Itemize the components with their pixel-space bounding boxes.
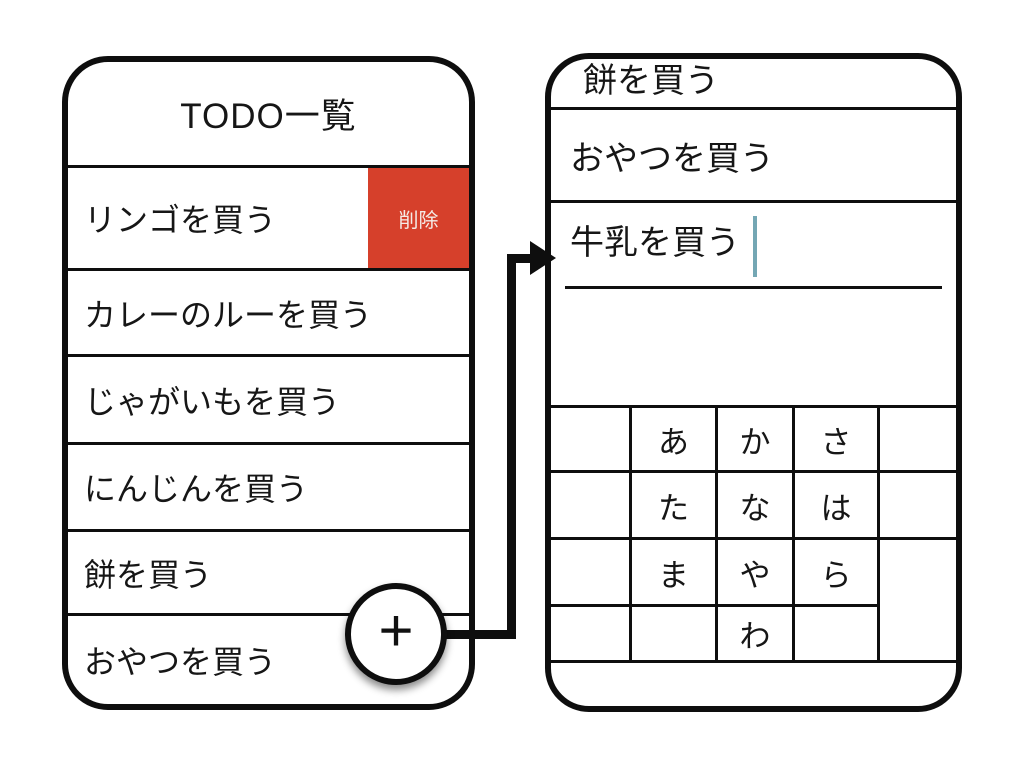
plus-icon: + xyxy=(378,597,414,664)
add-todo-screen: 餅を買う おやつを買う 牛乳を買う あ か さ た な は ま や xyxy=(545,53,962,712)
keyboard-cell-empty xyxy=(880,607,956,663)
text-cursor-icon xyxy=(753,216,757,277)
todo-item-label: リンゴを買う xyxy=(84,202,277,238)
hiragana-keyboard: あ か さ た な は ま や ら わ xyxy=(551,405,956,663)
keyboard-key-ta-row[interactable]: た xyxy=(632,473,718,540)
flow-arrow-segment xyxy=(516,254,532,263)
add-todo-button[interactable]: + xyxy=(345,583,447,685)
keyboard-cell-empty xyxy=(880,540,956,607)
todo-list-screen: TODO一覧 リンゴを買う 削除 カレーのルーを買う じゃがいもを買う にんじん… xyxy=(62,56,475,710)
todo-item-label: カレーのルーを買う xyxy=(84,296,373,333)
keyboard-cell-empty xyxy=(880,408,956,473)
keyboard-key-ra-row[interactable]: ら xyxy=(795,540,880,607)
keyboard-cell-empty xyxy=(880,473,956,540)
keyboard-key-ka-row[interactable]: か xyxy=(718,408,795,473)
input-value: 牛乳を買う xyxy=(570,224,740,262)
input-underline xyxy=(565,286,942,289)
keyboard-key-ha-row[interactable]: は xyxy=(795,473,880,540)
todo-item-row: 餅を買う xyxy=(68,529,469,613)
keyboard-key-a-row[interactable]: あ xyxy=(632,408,718,473)
todo-item-row: カレーのルーを買う xyxy=(68,268,469,354)
todo-item-label: 餅を買う xyxy=(583,62,719,100)
flow-arrow-segment xyxy=(507,254,516,639)
todo-item-label: じゃがいもを買う xyxy=(84,383,341,420)
todo-item-row: おやつを買う xyxy=(68,613,469,704)
keyboard-cell-empty xyxy=(551,607,632,663)
keyboard-cell-empty xyxy=(551,408,632,473)
todo-item-label: にんじんを買う xyxy=(84,471,309,507)
new-todo-input[interactable]: 牛乳を買う xyxy=(551,203,956,405)
keyboard-key-wa-row[interactable]: わ xyxy=(718,607,795,663)
arrowhead-icon xyxy=(530,241,556,275)
todo-item-row: じゃがいもを買う xyxy=(68,354,469,442)
todo-item-row: おやつを買う xyxy=(551,110,956,203)
keyboard-key-sa-row[interactable]: さ xyxy=(795,408,880,473)
delete-button[interactable]: 削除 xyxy=(368,168,469,268)
page-title: TODO一覧 xyxy=(180,97,357,136)
keyboard-key-na-row[interactable]: な xyxy=(718,473,795,540)
keyboard-cell-empty xyxy=(551,540,632,607)
keyboard-key-ya-row[interactable]: や xyxy=(718,540,795,607)
keyboard-key-ma-row[interactable]: ま xyxy=(632,540,718,607)
todo-item-label: 餅を買う xyxy=(84,556,213,593)
keyboard-cell-empty xyxy=(795,607,880,663)
todo-item-row: 餅を買う xyxy=(551,59,956,110)
flow-arrow-segment xyxy=(441,630,511,639)
todo-item-row: にんじんを買う xyxy=(68,442,469,529)
todo-item-label: おやつを買う xyxy=(570,139,774,178)
todo-item-label: おやつを買う xyxy=(84,644,277,680)
keyboard-cell-empty xyxy=(632,607,718,663)
keyboard-cell-empty xyxy=(551,473,632,540)
todo-item-row: リンゴを買う 削除 xyxy=(68,165,469,268)
